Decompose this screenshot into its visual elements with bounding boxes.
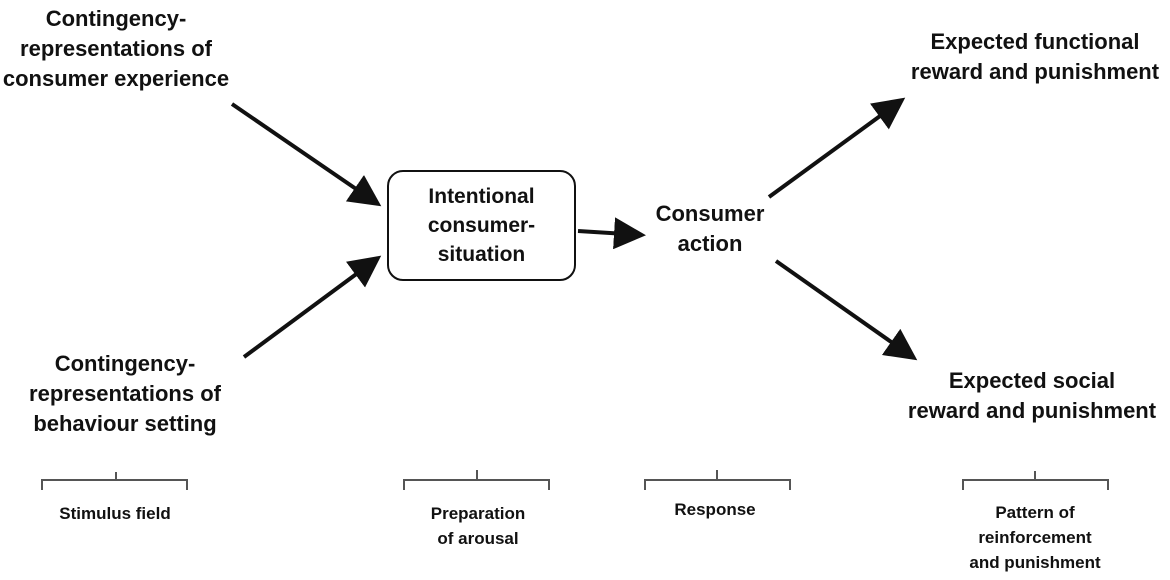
stage-pattern-of-reinforcement: Pattern of reinforcement and punishment: [969, 503, 1101, 572]
stage-response: Response: [674, 500, 756, 519]
node-intentional-situation-label: Intentional consumer- situation: [427, 185, 536, 266]
node-consumer-experience: Contingency- representations of consumer…: [2, 6, 230, 91]
arrow-situation-to-action: [577, 217, 646, 250]
stage-preparation-of-arousal: Preparation of arousal: [430, 504, 526, 548]
bracket-response: [644, 470, 791, 490]
bracket-pattern: [962, 471, 1109, 490]
bracket-stimulus-field: [41, 472, 188, 490]
bracket-preparation: [403, 470, 550, 490]
arrow-experience-to-situation: [230, 102, 382, 207]
arrow-action-to-functional: [767, 97, 906, 199]
arrow-action-to-social: [774, 259, 918, 361]
arrow-setting-to-situation: [242, 255, 382, 359]
node-consumer-action: Consumer action: [655, 201, 765, 256]
node-intentional-situation-box: Intentional consumer- situation: [387, 170, 576, 281]
node-behaviour-setting: Contingency- representations of behaviou…: [29, 351, 221, 436]
node-social-reward: Expected social reward and punishment: [907, 368, 1157, 423]
node-functional-reward: Expected functional reward and punishmen…: [910, 29, 1160, 84]
stage-stimulus-field: Stimulus field: [59, 504, 171, 523]
